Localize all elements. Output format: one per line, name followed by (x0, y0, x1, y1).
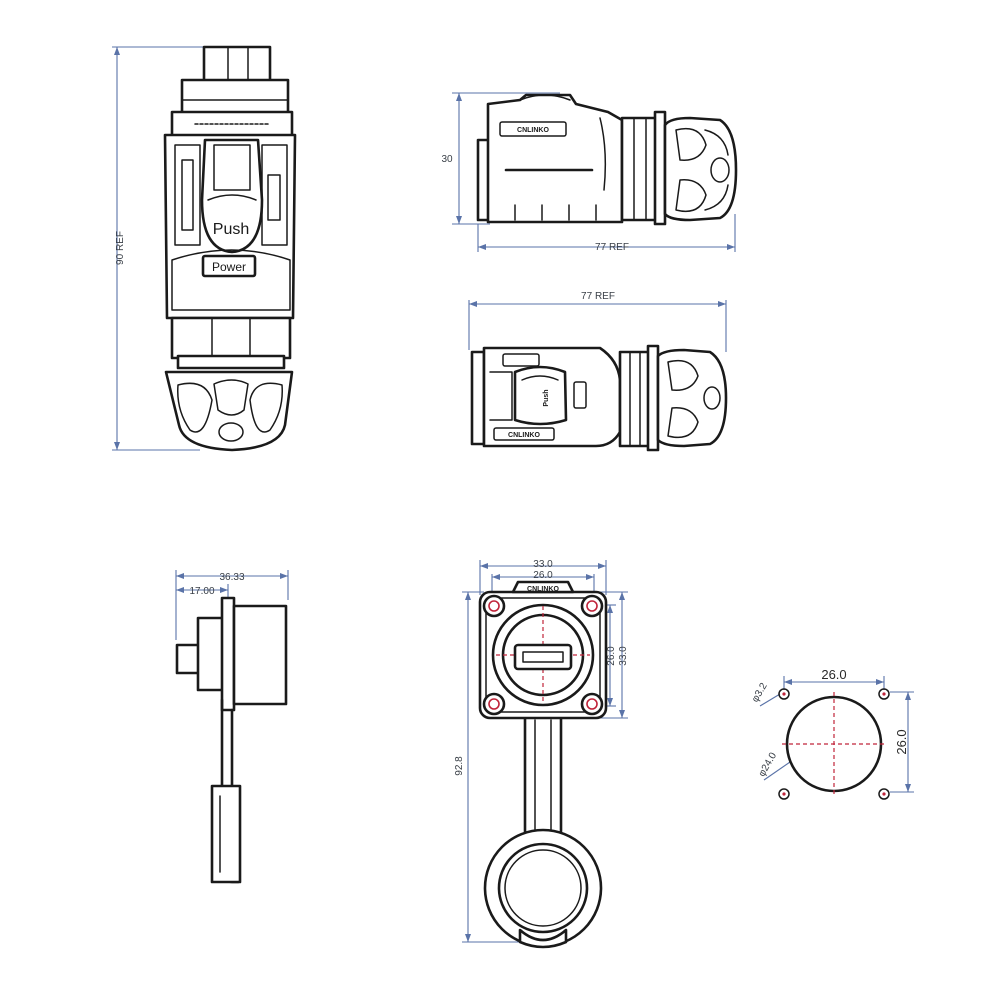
svg-text:CNLINKO: CNLINKO (508, 432, 540, 439)
center-diameter-label: φ24.0 (757, 750, 780, 778)
side-bottom-front-lip (470, 350, 486, 446)
front-height-label: 90 REF (115, 231, 126, 265)
side-bottom-gland (656, 348, 728, 448)
panel-side-front-body (232, 604, 288, 706)
panel-total-height-label: 92.8 (454, 756, 465, 776)
panel-side-flange-label: 17.00 (189, 586, 214, 597)
hole-diameter-label: φ3.2 (750, 681, 770, 705)
svg-text:CNLINKO: CNLINKO (527, 586, 559, 593)
protective-cap-inner (497, 842, 589, 934)
mount-hole (878, 688, 890, 700)
panel-side-flange (220, 596, 236, 712)
hex-nut (170, 316, 292, 360)
panel-side-rear-body (196, 616, 226, 692)
side-bottom-latch (513, 365, 568, 426)
side-view-top: 30 77 REF CNLINKO (441, 92, 738, 253)
side-top-nut (620, 116, 660, 222)
usb-port (513, 643, 573, 671)
hole-pattern: 26.0 26.0 φ3.2 φ24.0 (750, 667, 914, 800)
thread-ring (176, 354, 286, 370)
panel-side-overall-label: 36.33 (219, 572, 244, 583)
power-label: Power (212, 260, 246, 274)
plug-collar (180, 78, 290, 118)
front-view: 90 REF Push Power (112, 45, 297, 452)
panel-side-rear-pin (175, 643, 202, 675)
power-badge (201, 254, 257, 278)
side-bottom-length-label: 77 REF (581, 291, 615, 302)
side-bottom-length-dimension: 77 REF (468, 291, 727, 352)
panel-height-inner-label: 26.0 (606, 646, 617, 666)
side-top-length-label: 77 REF (595, 242, 629, 253)
hole-horizontal-label: 26.0 (821, 667, 846, 682)
svg-text:Push: Push (543, 389, 550, 406)
side-bottom-nut (618, 350, 652, 448)
plug-ring (170, 110, 294, 138)
front-height-dimension: 90 REF (112, 46, 210, 451)
side-top-height-dimension: 30 (441, 92, 560, 225)
panel-side-dimensions: 36.33 17.00 (175, 570, 289, 640)
svg-text:CNLINKO: CNLINKO (517, 127, 549, 134)
mount-hole (878, 788, 890, 800)
panel-width-outer-label: 33.0 (533, 559, 553, 570)
side-top-height-label: 30 (441, 154, 453, 165)
panel-side-cap (210, 784, 242, 884)
mount-hole (778, 788, 790, 800)
side-top-thread (653, 110, 667, 226)
side-top-body (486, 93, 624, 224)
side-view-bottom: 77 REF CNLINKO Push (468, 291, 728, 452)
panel-logo-tab (511, 580, 575, 594)
panel-front-view: 33.0 26.0 26.0 33.0 92.8 (454, 559, 629, 949)
mount-hole (778, 688, 790, 700)
panel-front-dimensions: 33.0 26.0 26.0 33.0 92.8 (454, 559, 629, 943)
panel-side-view: 36.33 17.00 (175, 570, 289, 884)
side-bottom-thread (646, 344, 660, 452)
protective-cap-tab (518, 928, 568, 949)
push-latch (200, 138, 264, 254)
side-top-length-dimension: 77 REF (477, 214, 736, 253)
hole-vertical-label: 26.0 (894, 729, 909, 754)
panel-height-outer-label: 33.0 (618, 646, 629, 666)
plug-tab (202, 45, 272, 87)
panel-width-inner-label: 26.0 (533, 570, 553, 581)
push-label: Push (213, 221, 249, 238)
side-top-gland (663, 116, 738, 222)
